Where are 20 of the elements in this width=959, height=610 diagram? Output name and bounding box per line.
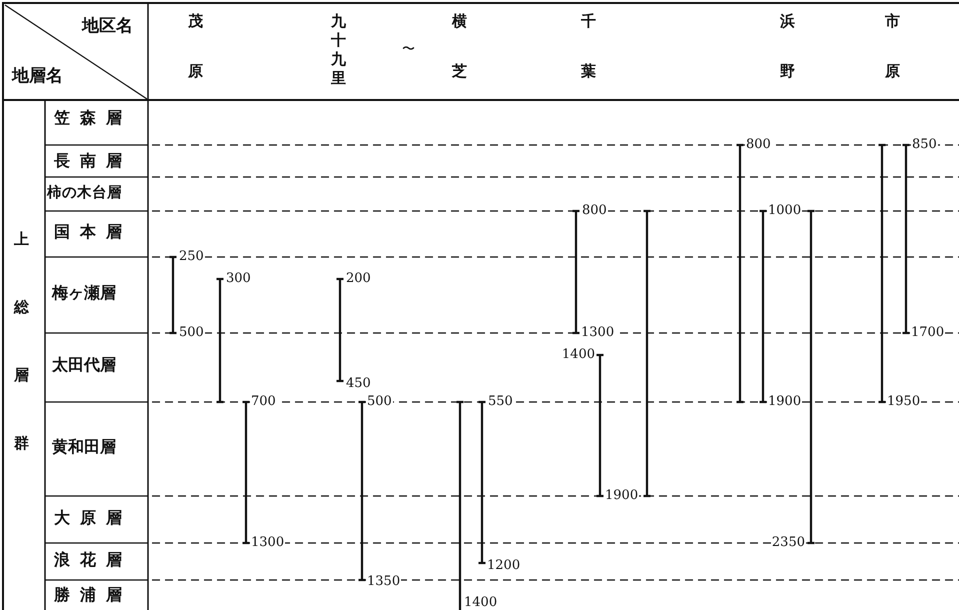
stratum-label: 浪花層: [54, 550, 132, 571]
range-mark: 〜: [402, 41, 415, 58]
column-header: 浜野: [780, 11, 795, 82]
column-header: 九十九里: [331, 12, 346, 88]
stratum-label: 大原層: [54, 508, 132, 529]
corner-header-label: 地層名: [12, 65, 63, 87]
group-label: 上総層群: [14, 229, 29, 454]
stratum-label: 笠森層: [54, 108, 132, 129]
column-header: 茂原: [188, 11, 203, 82]
column-header: 横芝: [452, 11, 467, 82]
stratum-label: 太田代層: [52, 355, 116, 376]
stratum-label: 勝浦層: [54, 585, 132, 606]
stratum-label: 黄和田層: [52, 437, 116, 458]
stratum-label: 国本層: [54, 222, 132, 243]
stratum-label: 梅ヶ瀬層: [52, 283, 116, 304]
column-header: 市原: [885, 11, 900, 82]
stratum-label: 長南層: [54, 151, 132, 172]
column-header: 千葉: [581, 11, 596, 82]
stratum-label: 柿の木台層: [47, 183, 122, 202]
corner-header-label: 地区名: [82, 15, 133, 37]
